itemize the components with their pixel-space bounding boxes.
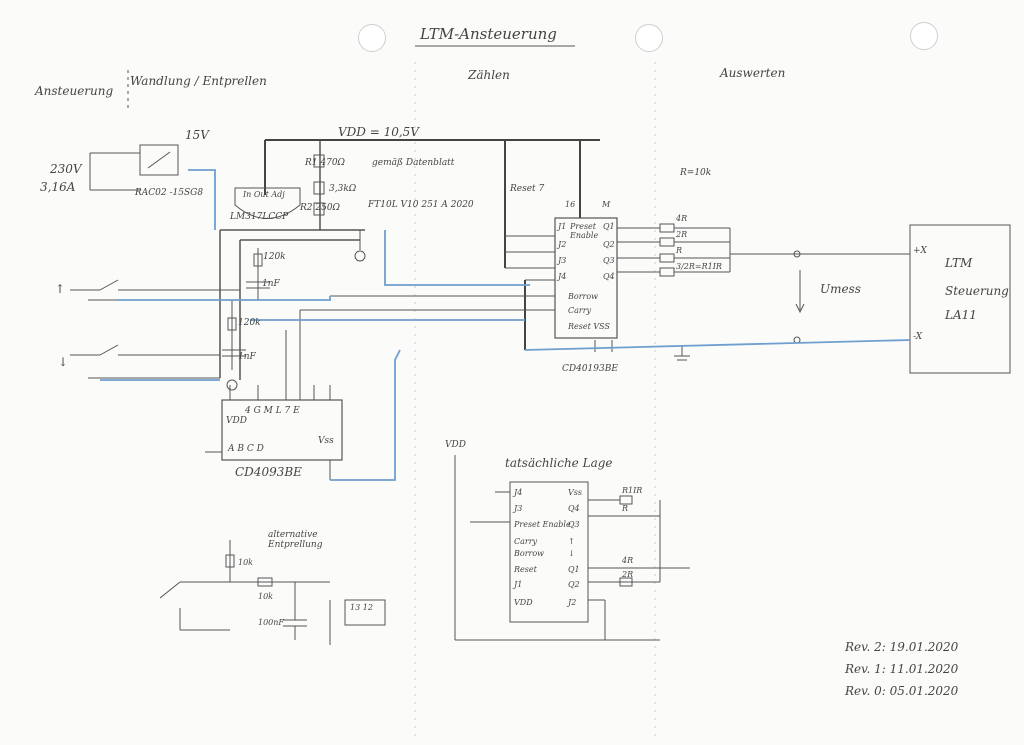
ltm-plus: +X <box>913 246 927 256</box>
actual-l1: J3 <box>514 504 523 513</box>
debounce-r-top: 120k <box>263 252 286 262</box>
input-up-arrow: ↑ <box>55 282 66 296</box>
actual-l0: J4 <box>514 488 523 497</box>
actual-r2: Q3 <box>568 520 580 529</box>
actual-vdd: VDD <box>445 440 466 450</box>
actual-res-r1ir: R1IR <box>622 486 643 495</box>
actual-title: tatsächliche Lage <box>505 456 613 470</box>
r2-label: R2 250Ω <box>300 203 341 213</box>
punch-hole <box>910 22 938 50</box>
counter-q3: Q3 <box>603 256 615 265</box>
resistor-r1ir: 3/2R=R1IR <box>676 262 722 271</box>
pin16-label: 16 <box>565 200 576 209</box>
actual-r5: Q1 <box>568 565 580 574</box>
actual-res-r: R <box>622 504 629 513</box>
counter-j1: J1 <box>558 222 567 231</box>
actual-l5: Reset <box>514 565 537 574</box>
punch-hole <box>635 24 663 52</box>
revision-2: Rev. 2: 19.01.2020 <box>845 640 959 654</box>
mains-voltage-label: 230V <box>50 162 82 176</box>
actual-r0: Vss <box>568 488 582 497</box>
debounce-top-pins: 4 G M L 7 E <box>245 406 300 416</box>
debounce-c-bot: 1nF <box>238 352 256 362</box>
reset-vss-label: Reset VSS <box>568 322 610 331</box>
alt-pins: 13 12 <box>350 603 373 612</box>
r-note-label: R=10k <box>680 168 712 178</box>
section-wandlung: Wandlung / Entprellen <box>130 74 267 88</box>
resistor-4r: 4R <box>676 214 688 223</box>
actual-r7: J2 <box>568 598 577 607</box>
actual-l3: Carry <box>514 537 538 546</box>
debounce-r-bot: 120k <box>238 318 261 328</box>
section-ansteuerung: Ansteuerung <box>35 84 114 98</box>
ftpart-note: FT10L V10 251 A 2020 <box>368 200 474 210</box>
converter-label: RAC02 -15SG8 <box>135 188 204 198</box>
reset-label: Reset 7 <box>510 184 545 194</box>
debounce-vss: Vss <box>318 436 334 446</box>
debounce-chip-label: CD4093BE <box>235 465 302 479</box>
alt-r2: 10k <box>258 592 274 601</box>
diagram-title: LTM-Ansteuerung <box>420 25 557 43</box>
pinM-label: M <box>602 200 611 209</box>
counter-q1: Q1 <box>603 222 615 231</box>
ltm-box-line3: LA11 <box>945 308 977 322</box>
actual-l7: VDD <box>514 598 533 607</box>
alt-c: 100nF <box>258 618 284 627</box>
debounce-vdd: VDD <box>226 416 247 426</box>
section-auswerten: Auswerten <box>720 66 786 80</box>
regulator-label: LM317LCCP <box>230 212 289 222</box>
counter-j3: J3 <box>558 256 567 265</box>
carry-label: Carry <box>568 306 592 315</box>
debounce-pins: A B C D <box>228 444 264 454</box>
actual-r6: Q2 <box>568 580 580 589</box>
counter-q2: Q2 <box>603 240 615 249</box>
borrow-label: Borrow <box>568 292 599 301</box>
actual-l4: Borrow <box>514 549 545 558</box>
actual-r1: Q4 <box>568 504 580 513</box>
actual-res-2r: 2R <box>622 570 634 579</box>
revision-0: Rev. 0: 05.01.2020 <box>845 684 959 698</box>
ltm-box-line1: LTM <box>945 256 973 270</box>
revision-1: Rev. 1: 11.01.2020 <box>845 662 959 676</box>
actual-r4: ↓ <box>568 549 575 558</box>
resistor-r: R <box>676 246 683 255</box>
counter-chip-label: CD40193BE <box>562 364 618 374</box>
r1-label: R1 470Ω <box>305 158 346 168</box>
r-3k-label: 3,3kΩ <box>329 184 357 194</box>
preset-enable-label: Preset Enable <box>570 222 599 240</box>
counter-q4: Q4 <box>603 272 615 281</box>
ltm-box-line2: Steuerung <box>945 284 1009 298</box>
ltm-minus: -X <box>913 332 923 342</box>
counter-j2: J2 <box>558 240 567 249</box>
resistor-2r: 2R <box>676 230 688 239</box>
alt-r1: 10k <box>238 558 254 567</box>
counter-j4: J4 <box>558 272 567 281</box>
section-zaehlen: Zählen <box>468 68 510 82</box>
out-15v-label: 15V <box>185 128 209 142</box>
fuse-label: 3,16A <box>40 180 76 194</box>
datasheet-note: gemäß Datenblatt <box>372 158 455 168</box>
actual-res-4r: 4R <box>622 556 634 565</box>
vdd-label: VDD = 10,5V <box>338 125 419 139</box>
actual-l6: J1 <box>514 580 523 589</box>
punch-hole <box>358 24 386 52</box>
input-down-arrow: ↓ <box>58 355 69 369</box>
actual-r3: ↑ <box>568 537 575 546</box>
debounce-c-top: 1nF <box>262 279 280 289</box>
regulator-pins-label: In Out Adj <box>243 190 285 199</box>
umess-label: Umess <box>820 282 861 296</box>
alt-title: alternative Entprellung <box>268 530 323 550</box>
actual-l2: Preset Enable <box>514 520 571 529</box>
